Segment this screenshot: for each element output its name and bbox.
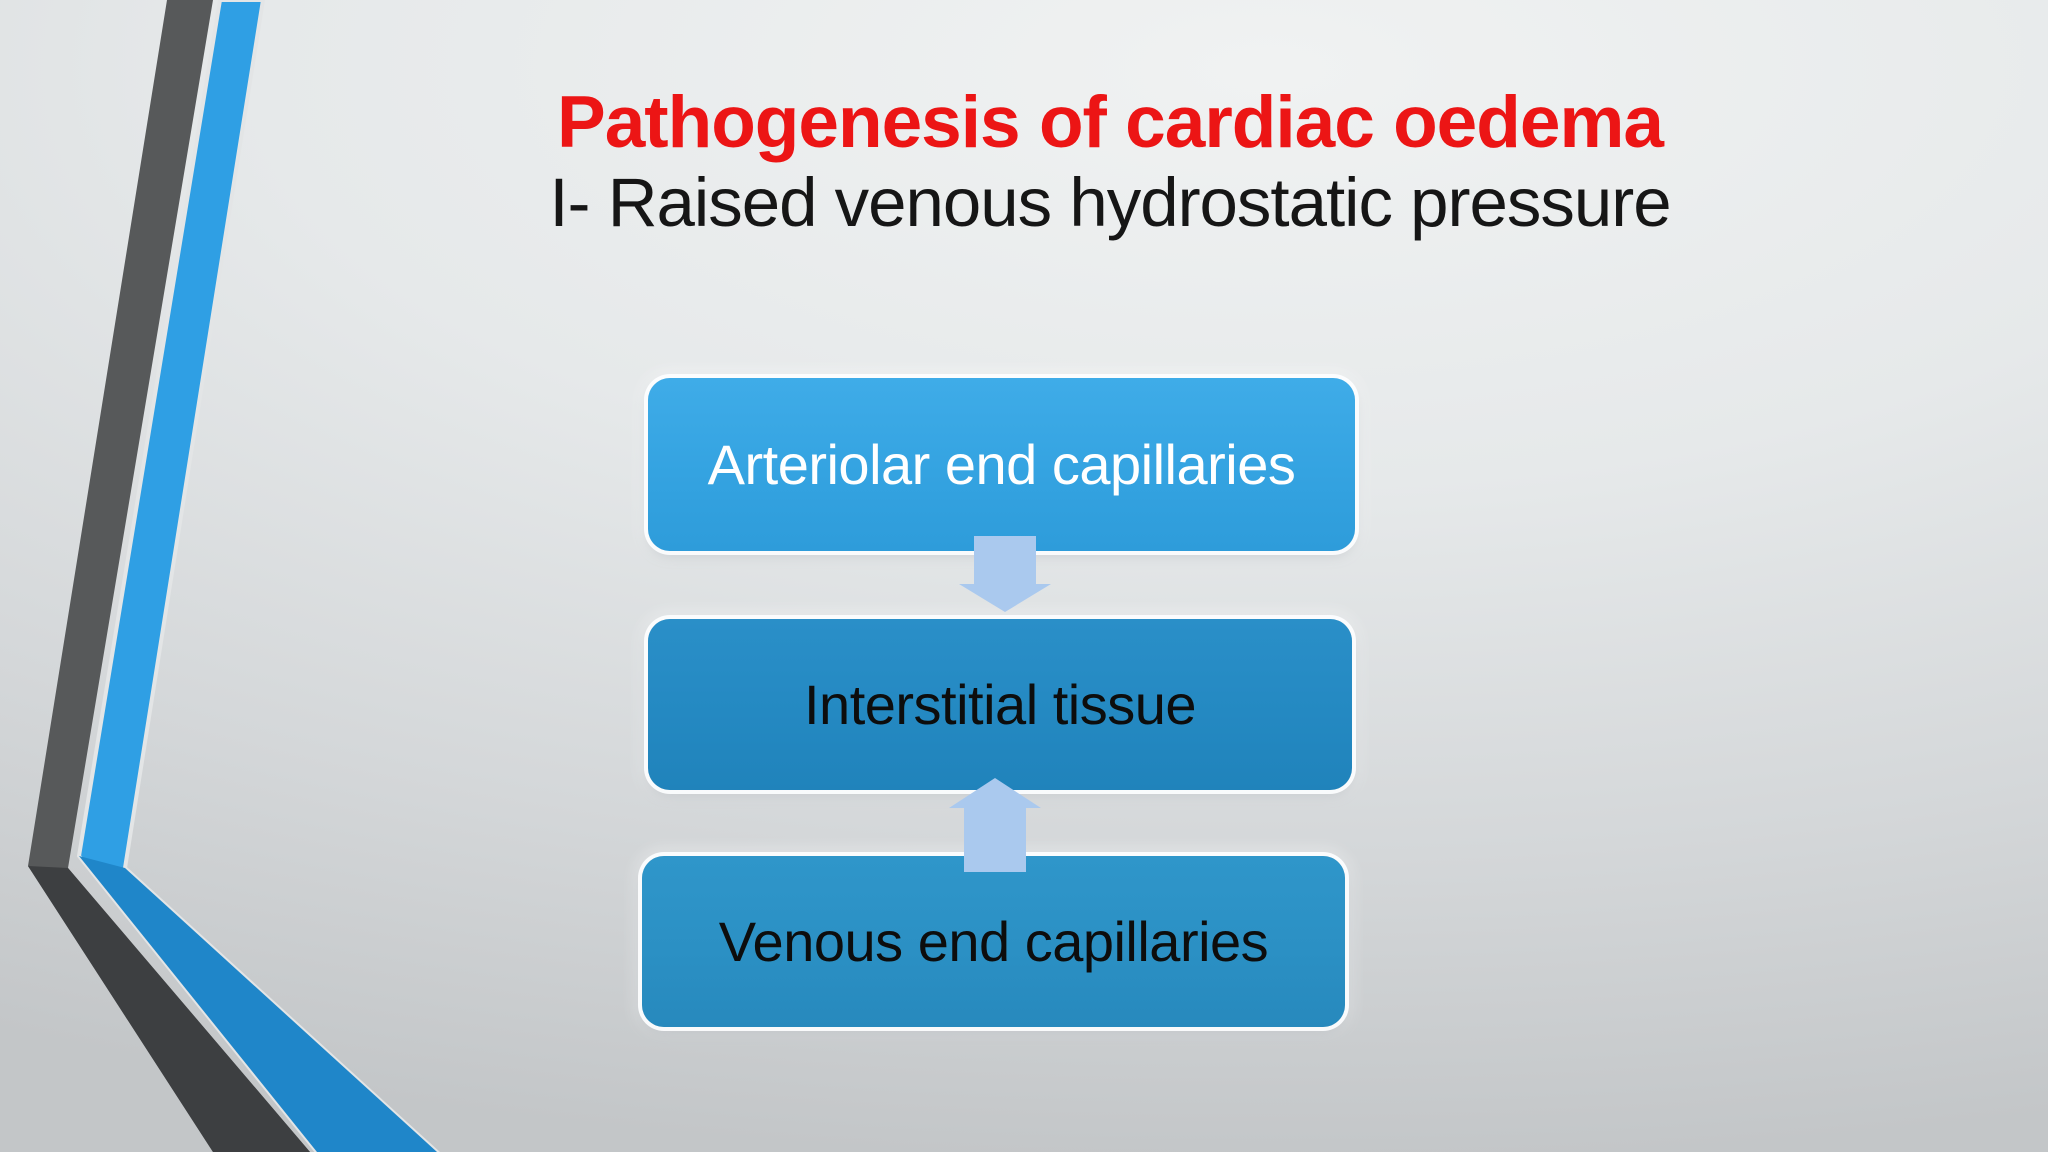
flow-box-label: Arteriolar end capillaries (707, 433, 1296, 496)
gray-ribbon (28, 0, 310, 1152)
flow-box-arteriolar-end-capillaries: Arteriolar end capillaries (648, 378, 1355, 551)
blue-ribbon-lower-fold (79, 856, 437, 1152)
title-block: Pathogenesis of cardiac oedema I- Raised… (300, 84, 1920, 240)
gray-ribbon-lower-fold (28, 866, 310, 1152)
flow-box-venous-end-capillaries: Venous end capillaries (642, 856, 1345, 1027)
slide-title: Pathogenesis of cardiac oedema (557, 82, 1664, 163)
flow-box-interstitial-tissue: Interstitial tissue (648, 619, 1352, 790)
flow-box-label: Venous end capillaries (718, 910, 1269, 973)
slide-subtitle: I- Raised venous hydrostatic pressure (549, 164, 1671, 242)
flow-box-label: Interstitial tissue (804, 673, 1197, 736)
